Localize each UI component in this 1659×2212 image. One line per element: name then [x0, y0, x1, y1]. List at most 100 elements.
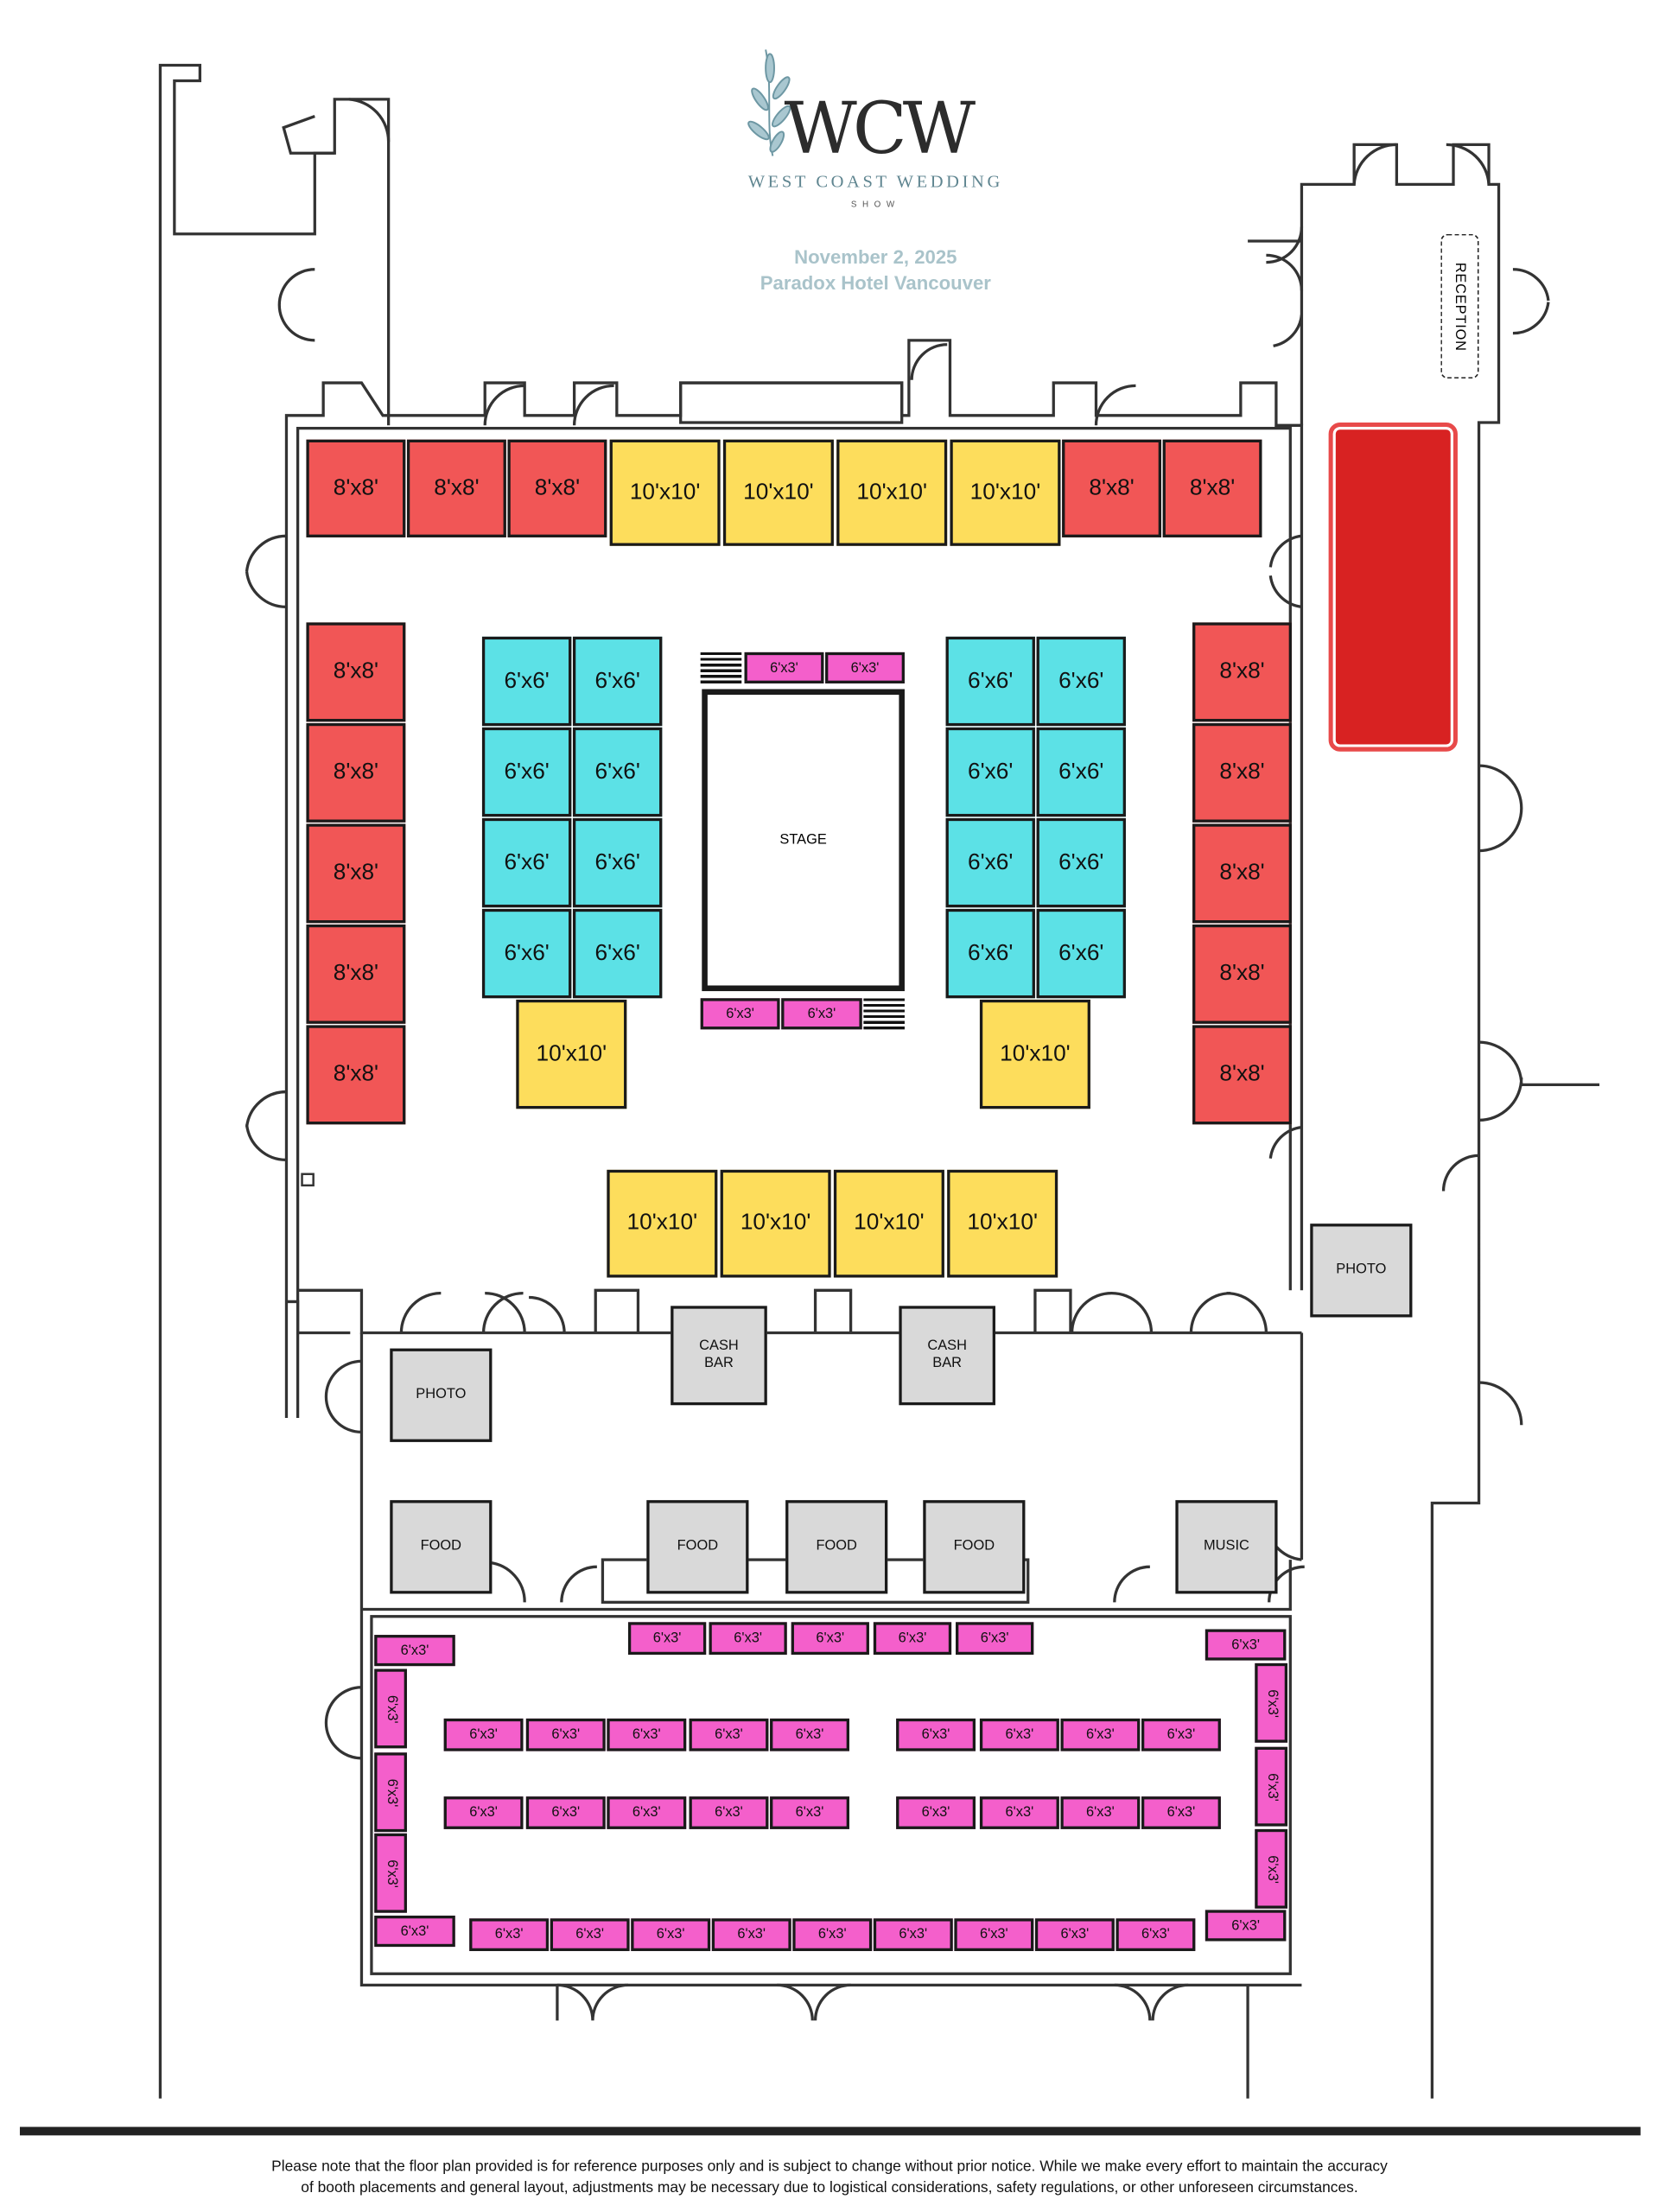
- booth-10x10[interactable]: 10'x10': [607, 1169, 718, 1278]
- booth-8x8[interactable]: 8'x8': [1192, 924, 1292, 1024]
- table-6x3[interactable]: 6'x3': [1141, 1718, 1221, 1751]
- table-6x3[interactable]: 6'x3': [744, 652, 824, 683]
- booth-10x10[interactable]: 10'x10': [950, 439, 1061, 546]
- table-6x3[interactable]: 6'x3': [1034, 1918, 1115, 1952]
- table-6x3[interactable]: 6'x3': [607, 1718, 687, 1751]
- table-6x3[interactable]: 6'x3': [711, 1918, 791, 1952]
- booth-10x10[interactable]: 10'x10': [722, 439, 834, 546]
- booth-10x10[interactable]: 10'x10': [516, 999, 627, 1109]
- booth-8x8[interactable]: 8'x8': [306, 722, 406, 823]
- table-6x3[interactable]: 6'x3': [709, 1622, 787, 1656]
- booth-8x8[interactable]: 8'x8': [1192, 622, 1292, 722]
- table-6x3[interactable]: 6'x3': [689, 1796, 769, 1829]
- booth-8x8[interactable]: 8'x8': [1062, 439, 1161, 537]
- photo-area[interactable]: PHOTO: [1310, 1224, 1413, 1318]
- table-6x3[interactable]: 6'x3': [374, 1915, 455, 1948]
- table-6x3[interactable]: 6'x3': [443, 1718, 524, 1751]
- table-6x3[interactable]: 6'x3': [689, 1718, 769, 1751]
- table-6x3[interactable]: 6'x3': [627, 1622, 707, 1656]
- booth-8x8[interactable]: 8'x8': [306, 622, 406, 722]
- table-6x3[interactable]: 6'x3': [781, 998, 862, 1030]
- booth-8x8[interactable]: 8'x8': [306, 823, 406, 924]
- table-6x3[interactable]: 6'x3': [792, 1918, 873, 1952]
- table-6x3[interactable]: 6'x3': [1141, 1796, 1221, 1829]
- booth-8x8[interactable]: 8'x8': [1192, 1025, 1292, 1125]
- food-station[interactable]: FOOD: [785, 1500, 888, 1594]
- booth-10x10[interactable]: 10'x10': [836, 439, 948, 546]
- table-6x3[interactable]: 6'x3': [631, 1918, 711, 1952]
- table-6x3[interactable]: 6'x3': [873, 1918, 953, 1952]
- table-6x3[interactable]: 6'x3': [1060, 1796, 1141, 1829]
- booth-6x6[interactable]: 6'x6': [945, 636, 1035, 727]
- booth-6x6[interactable]: 6'x6': [1036, 636, 1126, 727]
- booth-6x6[interactable]: 6'x6': [572, 636, 663, 727]
- booth-8x8[interactable]: 8'x8': [306, 1025, 406, 1125]
- table-6x3[interactable]: 6'x3': [525, 1718, 606, 1751]
- food-station[interactable]: FOOD: [390, 1500, 493, 1594]
- table-6x3[interactable]: 6'x3': [979, 1796, 1059, 1829]
- food-station[interactable]: FOOD: [646, 1500, 749, 1594]
- booth-10x10[interactable]: 10'x10': [947, 1169, 1058, 1278]
- table-6x3[interactable]: 6'x3': [956, 1622, 1034, 1656]
- table-6x3[interactable]: 6'x3': [443, 1796, 524, 1829]
- booth-6x6[interactable]: 6'x6': [1036, 817, 1126, 908]
- booth-8x8[interactable]: 8'x8': [1162, 439, 1262, 537]
- table-6x3[interactable]: 6'x3': [1116, 1918, 1196, 1952]
- table-6x3-label: 6'x3': [656, 1927, 685, 1943]
- booth-6x6[interactable]: 6'x6': [481, 636, 572, 727]
- table-6x3[interactable]: 6'x3': [550, 1918, 630, 1952]
- booth-6x6[interactable]: 6'x6': [945, 817, 1035, 908]
- table-6x3[interactable]: 6'x3': [954, 1918, 1034, 1952]
- booth-6x6[interactable]: 6'x6': [945, 908, 1035, 999]
- table-6x3[interactable]: 6'x3': [770, 1718, 849, 1751]
- table-6x3[interactable]: 6'x3': [896, 1796, 976, 1829]
- booth-8x8[interactable]: 8'x8': [306, 924, 406, 1024]
- table-6x3[interactable]: 6'x3': [770, 1796, 849, 1829]
- table-6x3[interactable]: 6'x3': [1205, 1629, 1287, 1661]
- booth-6x6-label: 6'x6': [968, 849, 1014, 874]
- table-6x3[interactable]: 6'x3': [700, 998, 780, 1030]
- booth-6x6[interactable]: 6'x6': [1036, 908, 1126, 999]
- booth-6x6[interactable]: 6'x6': [945, 727, 1035, 817]
- table-6x3[interactable]: 6'x3': [1060, 1718, 1141, 1751]
- booth-10x10[interactable]: 10'x10': [720, 1169, 831, 1278]
- table-6x3[interactable]: 6'x3': [873, 1622, 952, 1656]
- table-6x3[interactable]: 6'x3': [1205, 1910, 1287, 1942]
- table-6x3[interactable]: 6'x3': [607, 1796, 687, 1829]
- booth-8x8-label: 8'x8': [333, 961, 379, 986]
- table-6x3[interactable]: 6'x3': [374, 1833, 407, 1913]
- booth-8x8[interactable]: 8'x8': [1192, 722, 1292, 823]
- table-6x3[interactable]: 6'x3': [1255, 1662, 1288, 1743]
- table-6x3[interactable]: 6'x3': [374, 1752, 407, 1833]
- table-6x3[interactable]: 6'x3': [791, 1622, 869, 1656]
- booth-6x6[interactable]: 6'x6': [572, 817, 663, 908]
- table-6x3[interactable]: 6'x3': [1255, 1746, 1288, 1827]
- booth-6x6[interactable]: 6'x6': [572, 908, 663, 999]
- table-6x3[interactable]: 6'x3': [979, 1718, 1059, 1751]
- table-6x3[interactable]: 6'x3': [374, 1669, 407, 1749]
- table-6x3[interactable]: 6'x3': [525, 1796, 606, 1829]
- booth-8x8[interactable]: 8'x8': [1192, 823, 1292, 924]
- booth-8x8[interactable]: 8'x8': [306, 439, 406, 537]
- booth-6x6[interactable]: 6'x6': [481, 727, 572, 817]
- photo-area[interactable]: PHOTO: [390, 1348, 493, 1442]
- booth-6x6[interactable]: 6'x6': [1036, 727, 1126, 817]
- booth-8x8[interactable]: 8'x8': [406, 439, 506, 537]
- booth-10x10[interactable]: 10'x10': [609, 439, 721, 546]
- stage: STAGE: [702, 689, 905, 992]
- booth-8x8[interactable]: 8'x8': [507, 439, 607, 537]
- booth-10x10[interactable]: 10'x10': [979, 999, 1090, 1109]
- table-6x3[interactable]: 6'x3': [896, 1718, 976, 1751]
- booth-10x10[interactable]: 10'x10': [833, 1169, 944, 1278]
- table-6x3[interactable]: 6'x3': [469, 1918, 550, 1952]
- booth-6x6[interactable]: 6'x6': [481, 908, 572, 999]
- table-6x3[interactable]: 6'x3': [374, 1635, 455, 1667]
- booth-6x6[interactable]: 6'x6': [481, 817, 572, 908]
- music-area[interactable]: MUSIC: [1175, 1500, 1278, 1594]
- table-6x3[interactable]: 6'x3': [825, 652, 905, 683]
- food-station[interactable]: FOOD: [923, 1500, 1026, 1594]
- table-6x3[interactable]: 6'x3': [1255, 1828, 1288, 1909]
- booth-6x6[interactable]: 6'x6': [572, 727, 663, 817]
